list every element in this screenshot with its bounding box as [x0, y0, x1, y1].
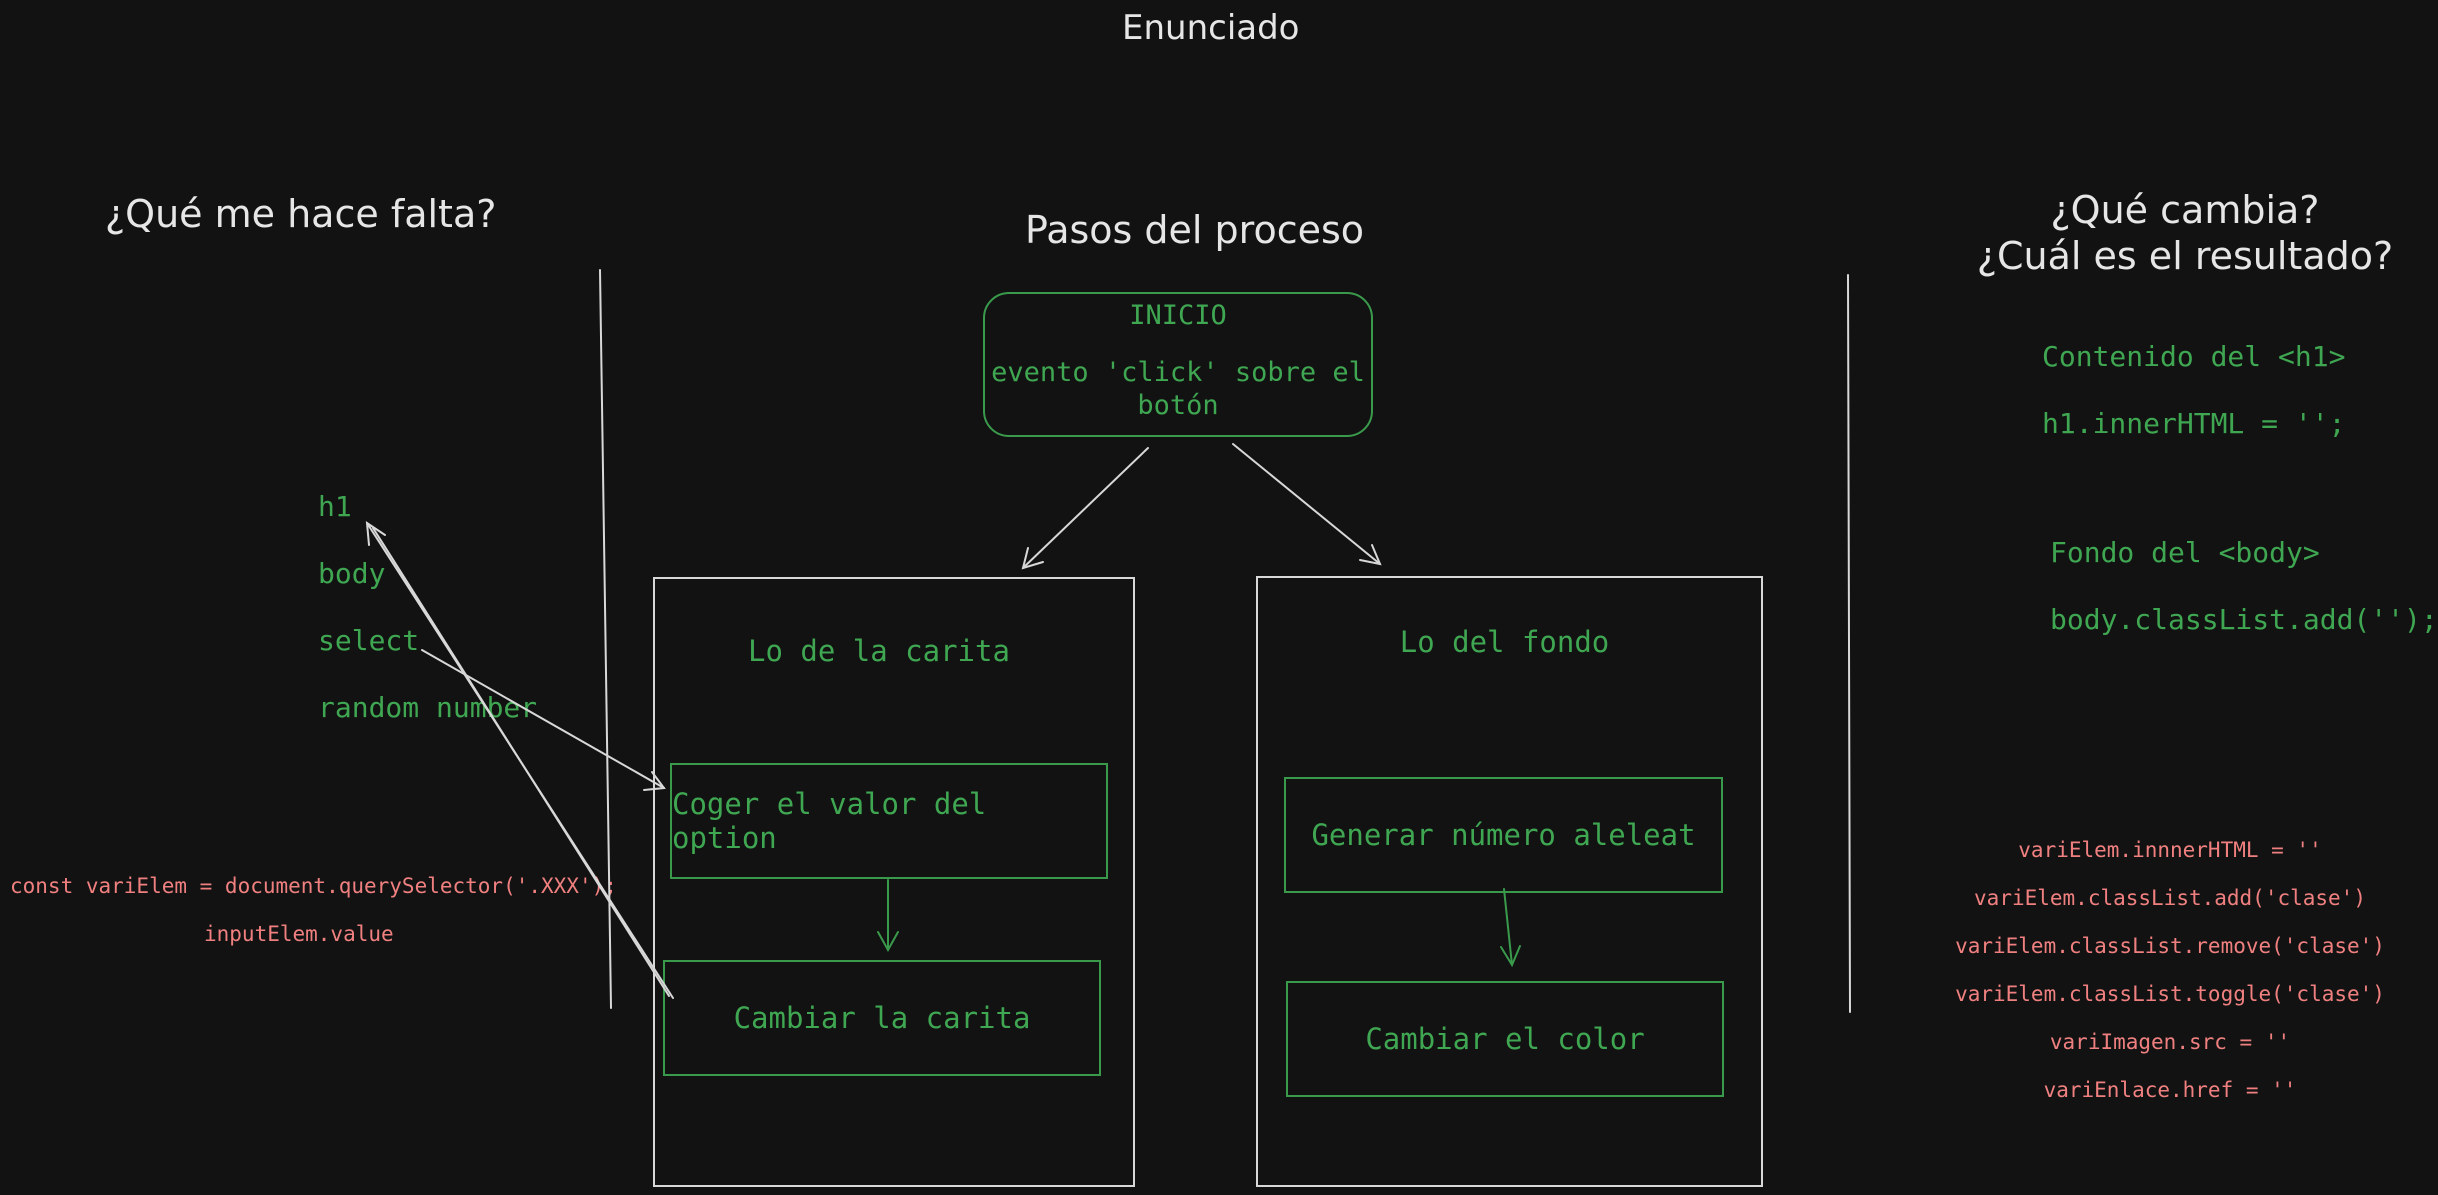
start-node: INICIO evento 'click' sobre el botón: [983, 292, 1373, 437]
carita-container: [653, 577, 1135, 1187]
snippet-classlist-toggle: variElem.classList.toggle('clase'): [1955, 982, 2385, 1006]
step-change-color: Cambiar el color: [1286, 981, 1724, 1097]
arrow-head-face: [877, 931, 899, 953]
step-get-option-value: Coger el valor del option: [670, 763, 1108, 879]
carita-title: Lo de la carita: [748, 634, 1010, 668]
query-selector-snippet: const variElem = document.querySelector(…: [10, 874, 617, 898]
needed-item-h1: h1: [318, 490, 352, 523]
input-value-snippet: inputElem.value: [204, 922, 394, 946]
fondo-title: Lo del fondo: [1399, 625, 1610, 659]
needed-item-body: body: [318, 557, 386, 590]
right-heading-line1: ¿Qué cambia?: [2050, 188, 2320, 232]
arrow-start-to-fondo: [1232, 443, 1381, 565]
left-divider: [599, 269, 612, 1009]
right-divider: [1847, 274, 1851, 1013]
needed-item-random-number: random number: [318, 691, 538, 724]
start-node-title: INICIO: [1129, 300, 1227, 331]
snippet-innerhtml: variElem.innnerHTML = '': [2018, 838, 2322, 862]
snippet-link-href: variEnlace.href = '': [2043, 1078, 2297, 1102]
left-heading: ¿Qué me hace falta?: [105, 192, 497, 236]
page-title: Enunciado: [1122, 8, 1300, 48]
start-node-line1: evento 'click' sobre el: [991, 357, 1365, 388]
needed-item-select: select: [318, 624, 420, 657]
arrow-head-fondo: [1359, 544, 1382, 566]
result-body-code: body.classList.add('');: [2050, 603, 2438, 636]
arrow-head-option: [643, 771, 666, 791]
result-h1-code: h1.innerHTML = '';: [2042, 407, 2346, 440]
result-h1-label: Contenido del <h1>: [2042, 340, 2346, 373]
right-heading-line2: ¿Cuál es el resultado?: [1976, 234, 2394, 278]
arrow-start-to-carita: [1022, 447, 1149, 569]
arrow-select-to-option: [421, 649, 665, 789]
result-body-label: Fondo del <body>: [2050, 536, 2320, 569]
start-node-line2: botón: [1137, 390, 1219, 421]
middle-heading: Pasos del proceso: [1025, 208, 1365, 252]
arrow-head-color: [1500, 945, 1521, 968]
arrow-head-h1: [365, 521, 386, 546]
snippet-classlist-remove: variElem.classList.remove('clase'): [1955, 934, 2385, 958]
fondo-container: [1256, 576, 1763, 1187]
step-change-face: Cambiar la carita: [663, 960, 1101, 1076]
snippet-image-src: variImagen.src = '': [2049, 1030, 2291, 1054]
arrow-head-carita: [1021, 547, 1044, 570]
snippet-classlist-add: variElem.classList.add('clase'): [1974, 886, 2366, 910]
arrow-random-to-color: [1503, 888, 1513, 966]
